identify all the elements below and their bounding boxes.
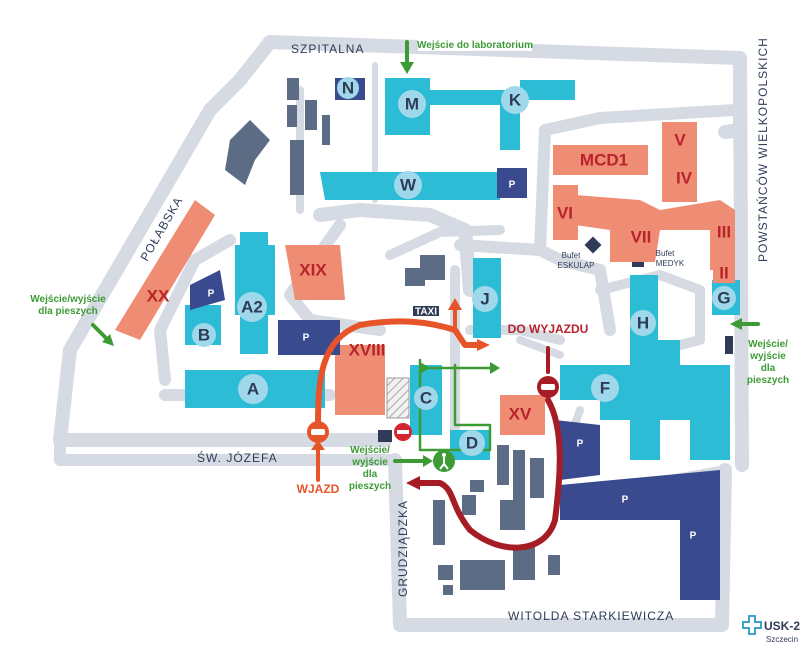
building-XVIII: XVIII <box>349 341 386 360</box>
building-IV: IV <box>676 169 693 188</box>
ped-left-line1: Wejście/wyjście <box>30 294 106 305</box>
ped-center-line3: dla <box>363 469 378 480</box>
ped-right-line3: dla <box>761 363 776 374</box>
building-K: K <box>509 91 522 110</box>
street-grudziadzka: GRUDZIĄDZKA <box>396 500 410 597</box>
ped-right-line1: Wejście/ <box>748 339 788 350</box>
exit-route <box>417 397 563 551</box>
building-M: M <box>405 95 419 114</box>
bufet-medyk-label: Bufet <box>656 249 675 258</box>
street-jozefa: ŚW. JÓZEFA <box>197 450 278 465</box>
logo-city: Szczecin <box>766 635 798 644</box>
street-powstancow: POWSTAŃCÓW WIELKOPOLSKICH <box>755 37 770 262</box>
cross-icon <box>742 615 762 635</box>
building-C: C <box>420 389 432 408</box>
building-B: B <box>198 326 210 345</box>
usk2-logo: USK-2 Szczecin <box>742 615 800 644</box>
lab-entrance-label: Wejście do laboratorium <box>417 40 533 51</box>
minor-buildings <box>225 78 733 595</box>
building-II: II <box>719 264 728 283</box>
logo-name: USK-2 <box>764 619 800 633</box>
building-VII: VII <box>631 228 652 247</box>
building-markers <box>192 77 736 456</box>
building-VI: VI <box>557 204 573 223</box>
construction-area <box>386 377 410 419</box>
building-MCD1: MCD1 <box>580 151 628 170</box>
parking-sign: P <box>509 180 516 191</box>
building-D: D <box>466 434 478 453</box>
building-G: G <box>717 289 730 308</box>
building-N: N <box>342 79 354 98</box>
entry-car-icon <box>307 421 329 443</box>
parking-sign: P <box>690 531 697 542</box>
street-szpitalna: SZPITALNA <box>291 42 364 56</box>
entry-route <box>315 318 483 431</box>
ped-left-line2: dla pieszych <box>38 306 97 317</box>
roads <box>53 35 749 632</box>
parking-labels: P P P P P P <box>208 180 697 542</box>
bufet-eskulap-name: ESKULAP <box>558 261 595 270</box>
exit-car-icon <box>537 376 559 398</box>
ped-right-line2: wyjście <box>749 351 786 362</box>
taxi-label: TAXI <box>415 307 437 318</box>
bufet-eskulap-label: Bufet <box>562 251 581 260</box>
building-J: J <box>480 290 489 309</box>
pedestrian-path <box>418 358 492 452</box>
pedestrian-icon <box>433 450 455 472</box>
ped-center-line2: wyjście <box>351 457 388 468</box>
building-XX: XX <box>147 287 170 306</box>
routes <box>91 40 760 551</box>
building-W: W <box>400 176 417 195</box>
building-H: H <box>637 314 649 333</box>
bufet-medyk-name: MEDYK <box>656 259 685 268</box>
ped-right-line4: pieszych <box>747 375 789 386</box>
ped-center-line1: Wejście/ <box>350 445 390 456</box>
parking-sign: P <box>622 495 629 506</box>
ped-center-line4: pieszych <box>349 481 391 492</box>
taxi-sign <box>413 306 439 316</box>
building-F: F <box>600 379 610 398</box>
parking-sign: P <box>303 333 310 344</box>
no-entry-icon <box>394 423 412 441</box>
building-XIX: XIX <box>299 261 327 280</box>
street-starkiewicza: WITOLDA STARKIEWICZA <box>508 609 674 623</box>
building-III: III <box>717 223 731 242</box>
building-XV: XV <box>509 405 532 424</box>
salmon-buildings <box>115 122 735 435</box>
parking-sign: P <box>208 289 215 300</box>
exit-label: DO WYJAZDU <box>508 322 589 336</box>
entry-label: WJAZD <box>297 482 340 496</box>
parking-sign: P <box>577 439 584 450</box>
building-A2: A2 <box>241 298 263 317</box>
building-A: A <box>247 380 259 399</box>
exit-arrowhead <box>406 476 420 490</box>
building-V: V <box>674 131 686 150</box>
